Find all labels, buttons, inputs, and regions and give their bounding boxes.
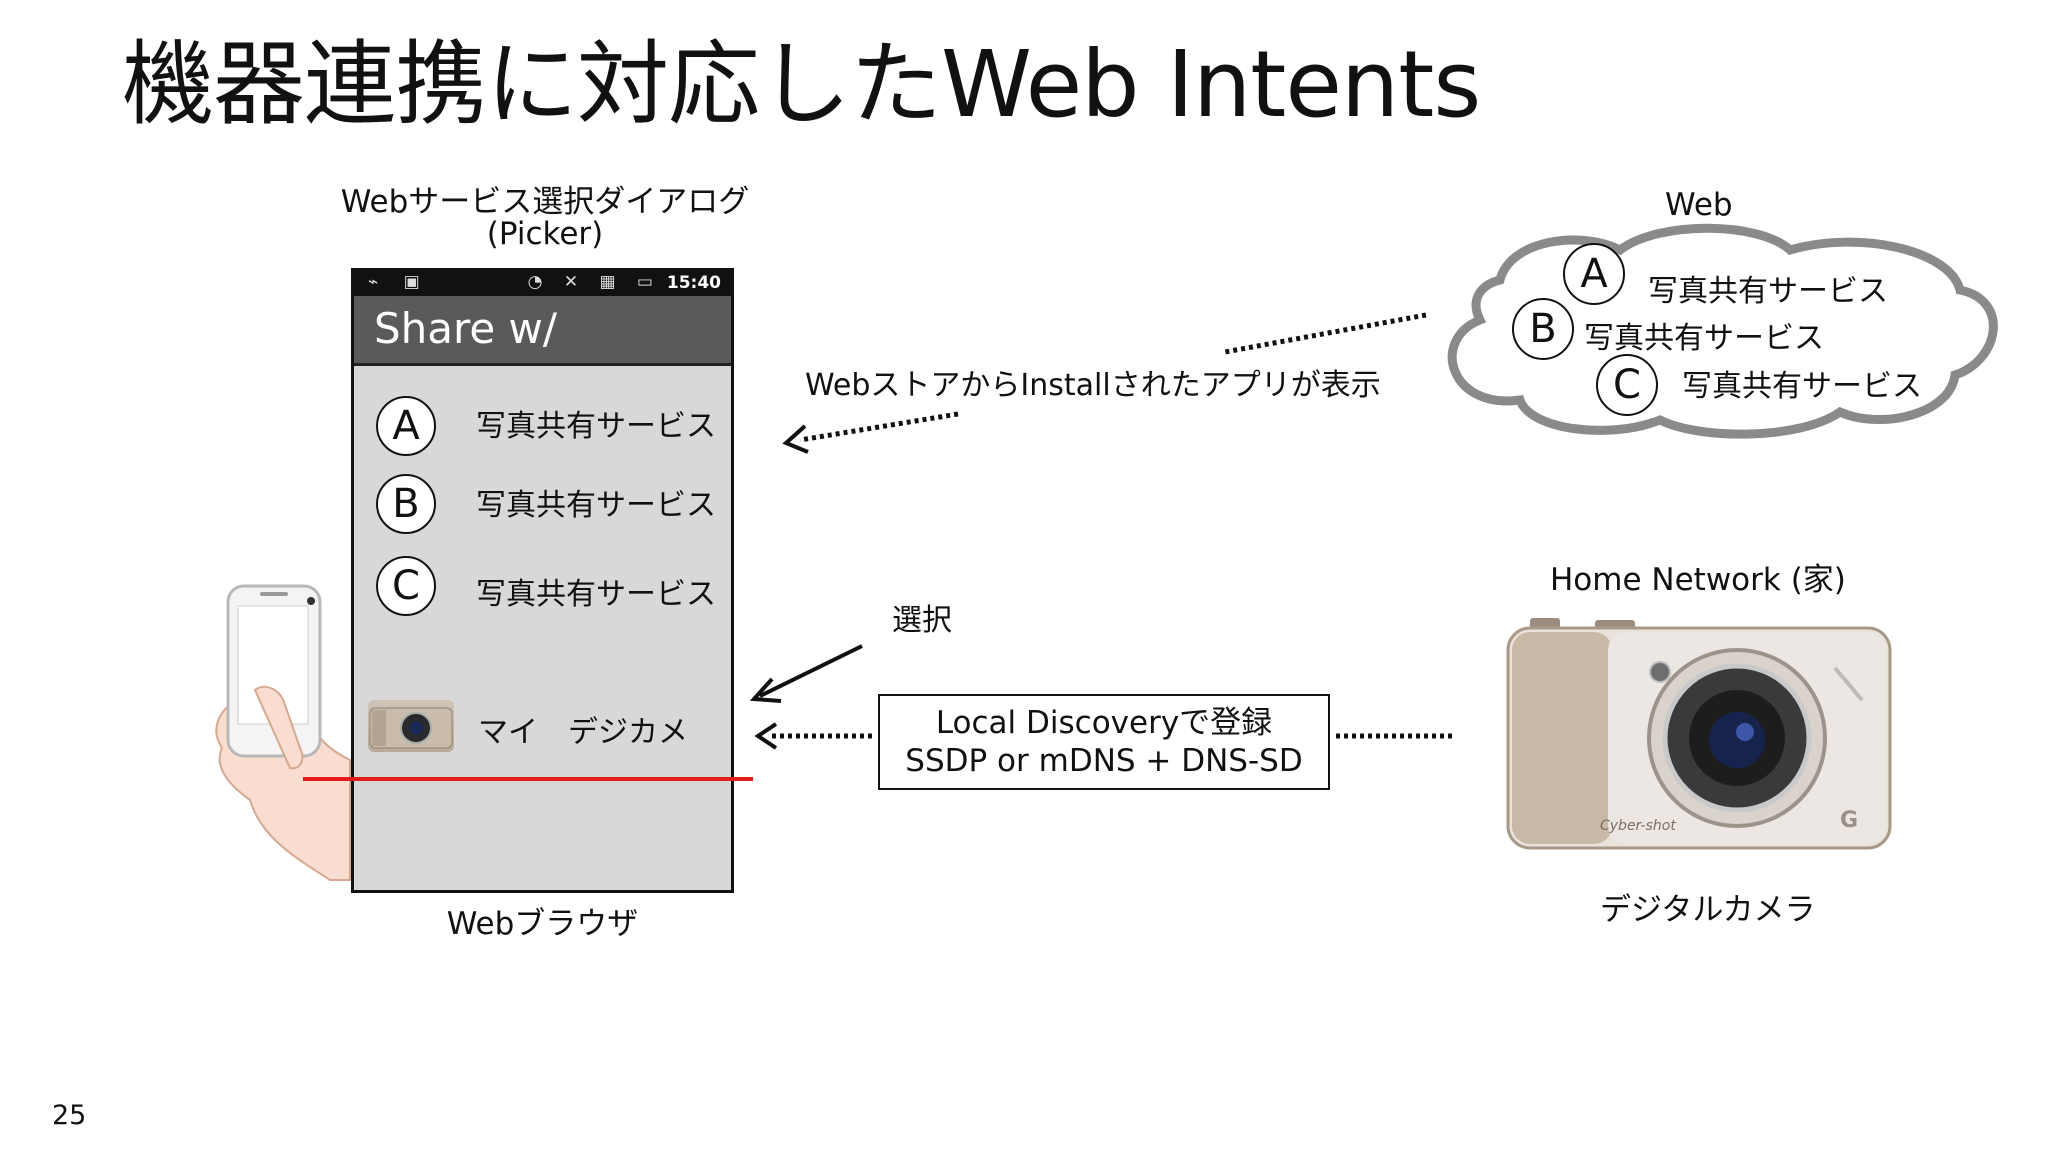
status-time: 15:40 — [666, 273, 721, 293]
discovery-line2: SSDP or mDNS + DNS-SD — [905, 743, 1303, 779]
cloud-service-c-badge: C — [1596, 354, 1658, 416]
install-label: WebストアからInstallされたアプリが表示 — [805, 368, 1381, 403]
select-label: 選択 — [892, 603, 952, 638]
slide-title: 機器連携に対応したWeb Intents — [122, 31, 1481, 138]
camera-thumbnail-icon — [369, 707, 453, 749]
cloud-service-a-badge: A — [1563, 243, 1625, 305]
cloud-to-label-dotted-line — [1224, 312, 1427, 355]
picker-item-my-camera[interactable]: マイ デジカメ — [478, 715, 688, 750]
status-bar: ⌁ ▣ ◔ ✕ ▦ ▭ 15:40 — [354, 271, 731, 296]
picker-item-service-a[interactable]: 写真共有サービス — [476, 409, 716, 444]
camera-model-mark: G — [1840, 808, 1859, 833]
select-arrowhead-icon — [749, 677, 782, 703]
cloud-service-c-label: 写真共有サービス — [1682, 369, 1922, 404]
signal-icons: ◔ ✕ ▦ ▭ — [527, 272, 661, 292]
picker-item-service-c[interactable]: 写真共有サービス — [476, 577, 716, 612]
discovery-arrowhead-icon — [754, 722, 778, 750]
share-title: Share w/ — [374, 304, 558, 353]
select-arrow-line — [759, 644, 863, 698]
cloud-service-b-label: 写真共有サービス — [1584, 321, 1824, 356]
camera-brand-text: Cyber-shot — [1600, 818, 1676, 834]
discovery-line1: Local Discoveryで登録 — [935, 705, 1273, 741]
web-cloud-label: Web — [1665, 187, 1733, 223]
service-b-badge: B — [376, 474, 436, 534]
camera-thumbnail — [368, 700, 454, 752]
browser-caption: Webブラウザ — [446, 906, 639, 942]
install-arrowhead-icon — [782, 424, 809, 454]
usb-debug-icon: ⌁ ▣ — [368, 272, 430, 292]
install-arrow-line — [799, 411, 959, 443]
service-a-badge: A — [376, 396, 436, 456]
share-header: Share w/ — [354, 296, 731, 366]
local-discovery-box: Local Discoveryで登録 SSDP or mDNS + DNS-SD — [878, 694, 1330, 790]
home-network-label: Home Network (家) — [1550, 562, 1846, 598]
cloud-service-a-label: 写真共有サービス — [1648, 274, 1888, 309]
camera-caption: デジタルカメラ — [1600, 892, 1816, 928]
page-number: 25 — [52, 1100, 87, 1131]
cloud-service-b-badge: B — [1512, 298, 1574, 360]
picker-caption-sub: (Picker) — [486, 216, 604, 252]
service-c-badge: C — [376, 556, 436, 616]
picker-item-service-b[interactable]: 写真共有サービス — [476, 488, 716, 523]
picker-caption: Webサービス選択ダイアログ — [340, 184, 750, 220]
